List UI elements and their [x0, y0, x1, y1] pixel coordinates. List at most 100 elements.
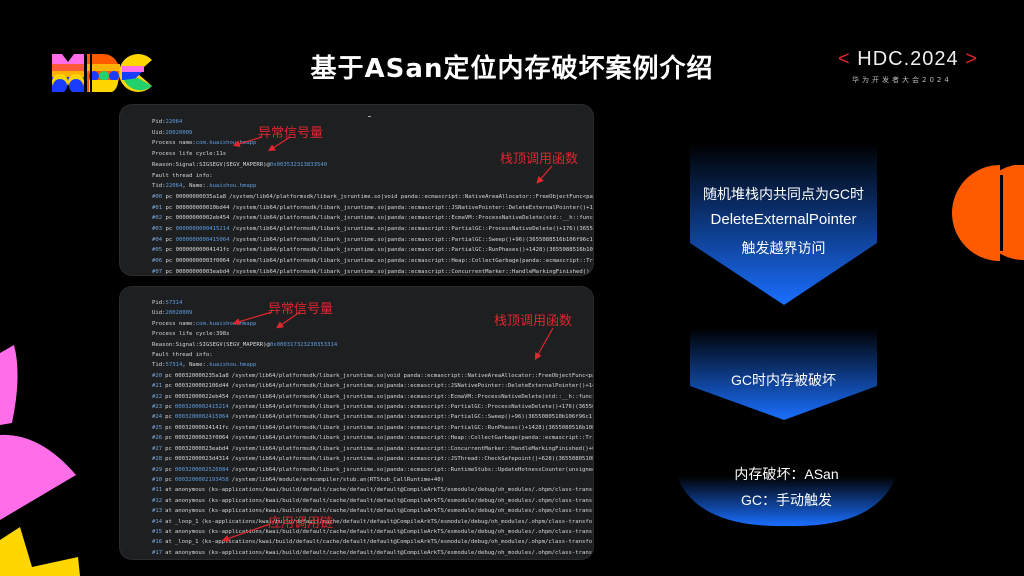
- annotation-stack-top-2: 栈顶调用函数: [494, 314, 573, 329]
- log-key: Tid:: [152, 362, 166, 369]
- separator: |: [383, 424, 387, 431]
- log-key: Uid:: [152, 310, 166, 317]
- frame-number: #22: [152, 393, 163, 400]
- frame-path: /system/lib64/platformsdk/libark_jsrunti…: [231, 435, 384, 442]
- logo-letter-d: [87, 54, 120, 92]
- frame-number: #01: [152, 204, 163, 211]
- frame-type: pc: [165, 414, 172, 421]
- separator: |: [384, 268, 388, 275]
- frame-address: 00032000023f0064: [174, 435, 229, 442]
- frame-path: (ks-applications/kwai/build/default/cach…: [208, 508, 593, 515]
- frame-address: 0003200002193458: [174, 476, 229, 483]
- frame-function: panda::ecmascript::ConcurrentMarker::Han…: [387, 268, 593, 275]
- frame-type: pc: [162, 236, 176, 243]
- frame-path: (ks-applications/kwai/build/default/cach…: [208, 549, 593, 556]
- frame-address: _loop_1: [174, 518, 199, 525]
- frame-type: at: [165, 497, 172, 504]
- frame-path: (ks-applications/kwai/build/default/cach…: [208, 528, 593, 535]
- frame-number: #29: [152, 466, 163, 473]
- log-header-line: Reason:Signal:SIGSEGV(SEGV_MAPERR)@0x003…: [152, 160, 593, 171]
- brand-right-bracket: >: [965, 48, 978, 70]
- stack-frame-row: #06 pc 00000000003f0064/system/lib64/pla…: [152, 256, 593, 267]
- frame-type: pc: [162, 226, 176, 233]
- frame-function: panda::ecmascript::JSNativePointer::Dele…: [386, 383, 593, 390]
- frame-number: #03: [152, 226, 163, 233]
- flow-step-1-line-1: 随机堆栈内共同点为GC时: [703, 186, 864, 202]
- frame-type: at: [165, 518, 172, 525]
- log-key: Process life cycle:398s: [152, 331, 230, 338]
- frame-address: anonymous: [174, 487, 206, 494]
- flow-step-3-line-1: 内存破坏：ASan: [734, 466, 839, 482]
- log-header-line: Fault thread info:: [152, 350, 593, 360]
- separator: |: [384, 204, 388, 211]
- frame-type: at: [165, 528, 172, 535]
- flow-step-1-shape: [690, 143, 877, 305]
- log-value: .kuaishou.hmapp: [205, 183, 257, 190]
- frame-address: 00032000023eabd4: [174, 445, 229, 452]
- frame-type: pc: [165, 424, 172, 431]
- frame-address: anonymous: [174, 497, 206, 504]
- frame-function: panda::ecmascript::PartialGC::Sweep()+96…: [387, 236, 593, 243]
- log-key: , Name:: [182, 362, 206, 369]
- frame-function: panda::ecmascript::PartialGC::RunPhases(…: [387, 247, 593, 254]
- separator: |: [383, 404, 387, 411]
- log-key: Process life cycle:11s: [152, 151, 227, 158]
- frame-function: void panda::ecmascript::NativeAreaAlloca…: [384, 193, 593, 200]
- frame-path: /system/lib64/platformsdk/libark_jsrunti…: [231, 404, 384, 411]
- log-value: 22064: [165, 183, 183, 190]
- frame-type: pc: [165, 383, 172, 390]
- frame-number: #00: [152, 193, 163, 200]
- log-value: 22064: [165, 119, 183, 125]
- logo-letter-h: [52, 54, 84, 92]
- frame-number: #06: [152, 258, 163, 265]
- frame-function: panda::ecmascript::PartialGC::ProcessNat…: [386, 404, 593, 411]
- flow-step-2-label: GC时内存被破坏: [731, 372, 836, 388]
- log-header-line: Reason:Signal:SIGSEGV(SEGV_MAPERR)@0x000…: [152, 340, 593, 350]
- frame-number: #20: [152, 372, 163, 379]
- frame-number: #17: [152, 549, 163, 556]
- frame-address: 00032000023d4314: [174, 456, 229, 463]
- log-key: Reason:Signal:SIGSEGV(SEGV_MAPERR)@: [152, 161, 270, 168]
- separator: |: [384, 215, 388, 222]
- frame-path: /system/lib64/platformsdk/libark_jsrunti…: [232, 236, 385, 243]
- page-title: 基于ASan定位内存破坏案例介绍: [310, 54, 714, 84]
- frame-function: void panda::ecmascript::NativeAreaAlloca…: [386, 372, 593, 379]
- separator: |: [380, 193, 385, 200]
- log-value: 57314: [165, 362, 183, 369]
- frame-type: pc: [165, 466, 172, 473]
- stack-frame-row: #05 pc 00000000004141fc/system/lib64/pla…: [152, 245, 593, 256]
- stack-frame-row: #03 pc 0000000000415214/system/lib64/pla…: [152, 224, 593, 235]
- frame-address: 0003200002526084: [174, 466, 229, 473]
- stack-frame-row: #18atanonymous(ks-applications/kwai/buil…: [152, 558, 593, 559]
- frame-path: /system/lib64/platformsdk/libark_jsrunti…: [232, 226, 385, 233]
- separator: |: [384, 226, 388, 233]
- separator: |: [383, 466, 387, 473]
- log-key: Process name:: [152, 140, 196, 147]
- log-key: Fault thread info:: [152, 172, 213, 179]
- frame-path: (ks-applications/kwai/build/default/cach…: [201, 539, 593, 546]
- frame-number: #10: [152, 476, 163, 483]
- frame-number: #02: [152, 215, 163, 222]
- frame-address: 0003200002106d44: [174, 383, 229, 390]
- frame-path: /system/lib64/platformsdk/libark_jsrunti…: [232, 258, 385, 265]
- frame-path: /system/lib64/platformsdk/libark_jsrunti…: [229, 193, 381, 200]
- frame-function: (RTStub_CallRuntime+40): [366, 476, 444, 483]
- frame-type: pc: [162, 247, 176, 254]
- hdc-brand: < HDC.2024 > 华为开发者大会2024: [838, 48, 978, 85]
- flow-step-1-line-3: 触发越界访问: [741, 240, 826, 256]
- log-header-line: Tid:22064, Name:.kuaishou.hmapp: [152, 181, 593, 192]
- frame-path: /system/lib64/platformsdk/libark_jsrunti…: [231, 466, 384, 473]
- log-value: 0x003532313833540: [269, 161, 328, 168]
- log-value: .kuaishou.hmapp: [205, 362, 257, 369]
- frame-number: #07: [152, 268, 163, 275]
- logo-letter-c: [119, 54, 152, 92]
- frame-type: pc: [165, 435, 172, 442]
- flow-step-3-line-2: GC：手动触发: [741, 492, 832, 508]
- frame-type: pc: [165, 393, 172, 400]
